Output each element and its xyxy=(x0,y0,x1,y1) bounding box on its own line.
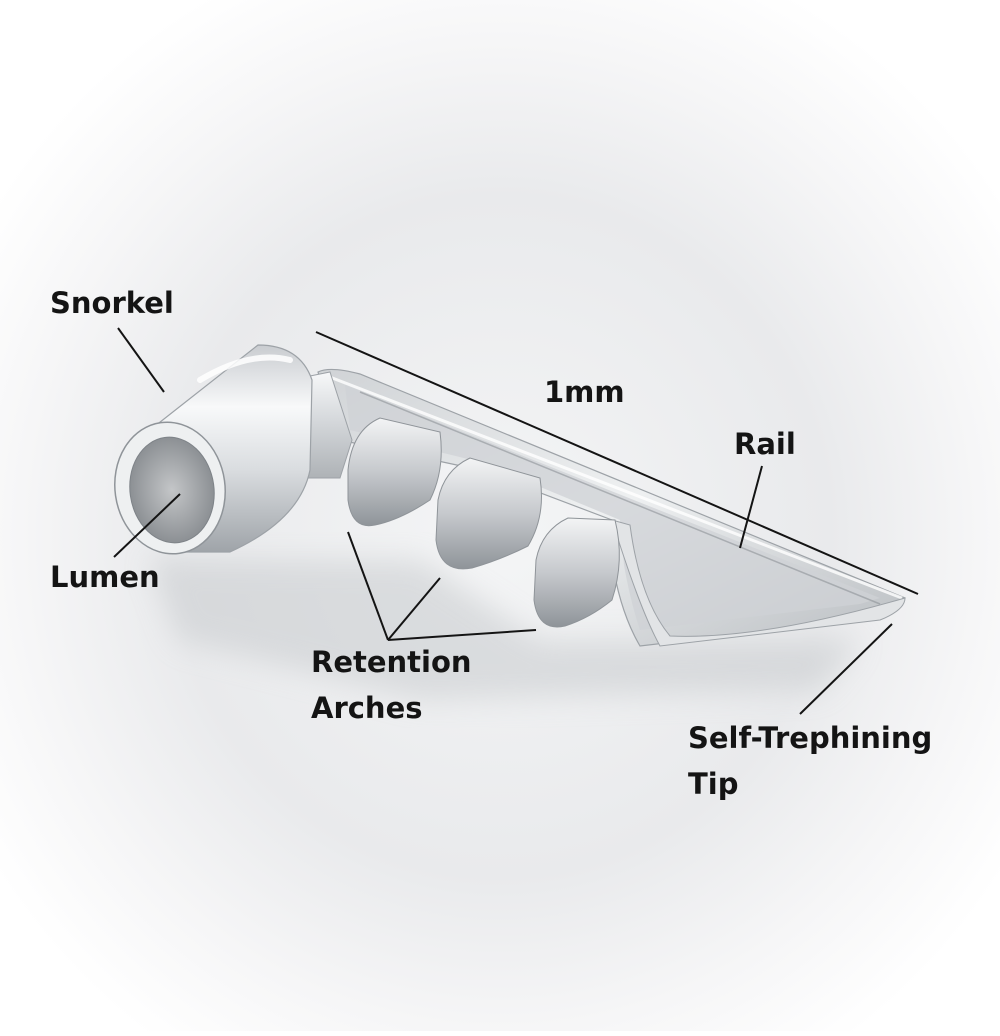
arch-leader-1 xyxy=(347,531,389,641)
snorkel-leader xyxy=(117,327,165,393)
snorkel-cylinder xyxy=(114,344,313,555)
retention-arches-label-line2: Arches xyxy=(311,691,423,725)
lumen-leader xyxy=(113,493,181,558)
retention-arches-label: Retention Arches xyxy=(311,639,472,731)
retention-arches-label-line1: Retention xyxy=(311,645,472,679)
rail-leader xyxy=(739,465,763,549)
tip-label-line1: Self-Trephining xyxy=(688,721,933,755)
device-shadow xyxy=(150,560,860,700)
tip-surface xyxy=(611,519,906,647)
leader-lines xyxy=(113,327,919,715)
rail-channel xyxy=(345,385,880,630)
tip-leader xyxy=(799,623,893,715)
tip-label-line2: Tip xyxy=(688,767,739,801)
arch-leader-3 xyxy=(387,629,537,641)
rail-label: Rail xyxy=(734,427,796,461)
dimension-line xyxy=(315,331,919,595)
snorkel-label: Snorkel xyxy=(50,286,174,320)
self-trephining-tip-label: Self-Trephining Tip xyxy=(688,715,932,807)
retention-arches xyxy=(347,417,620,628)
lumen-opening xyxy=(129,436,215,544)
arch-leader-2 xyxy=(387,577,441,641)
lumen-label: Lumen xyxy=(50,560,160,594)
dimension-label: 1mm xyxy=(544,375,625,409)
